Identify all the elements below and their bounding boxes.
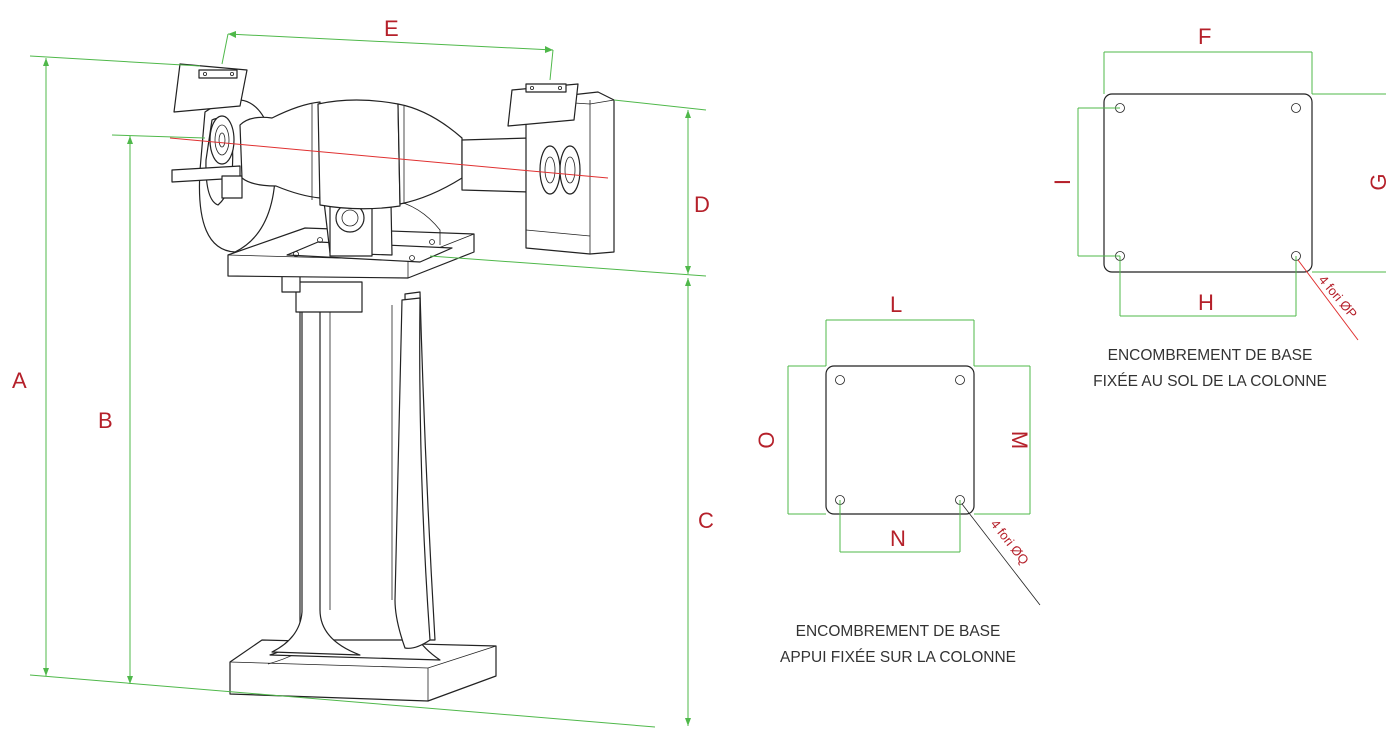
dimension-label-e: E — [384, 16, 399, 41]
dimension-label-g: G — [1366, 173, 1386, 190]
dimension-label-f: F — [1198, 24, 1211, 49]
floor-base-caption-line2: FIXÉE AU SOL DE LA COLONNE — [1093, 373, 1327, 390]
mounting-hole — [1291, 103, 1301, 113]
mounting-hole — [835, 375, 845, 385]
spindle-axis-line — [169, 137, 609, 179]
column-base-caption-line2: APPUI FIXÉE SUR LA COLONNE — [780, 649, 1016, 666]
column-base-footprint — [787, 319, 1041, 606]
motor-body — [239, 99, 531, 210]
bench-grinder-illustration — [169, 63, 615, 702]
dimension-label-l: L — [890, 292, 902, 317]
dimension-label-i: I — [1050, 179, 1075, 185]
dimension-label-o: O — [754, 431, 779, 448]
dimension-label-h: H — [1198, 290, 1214, 315]
dimension-label-c: C — [698, 508, 714, 533]
dimension-label-b: B — [98, 408, 113, 433]
right-wheel-guard — [507, 83, 615, 255]
dimension-label-m: M — [1007, 431, 1032, 449]
column-base-caption-line1: ENCOMBREMENT DE BASE — [796, 623, 1001, 640]
dimension-label-d: D — [694, 192, 710, 217]
dimension-label-n: N — [890, 526, 906, 551]
mounting-hole — [955, 375, 965, 385]
grinder-dimension-lines — [29, 31, 707, 728]
pedestal-column — [269, 275, 441, 661]
floor-base-footprint — [1077, 51, 1386, 341]
dimension-label-a: A — [12, 368, 27, 393]
floor-base-caption-line1: ENCOMBREMENT DE BASE — [1108, 347, 1313, 364]
column-base-holes-label: 4 fori ØQ — [988, 517, 1032, 568]
